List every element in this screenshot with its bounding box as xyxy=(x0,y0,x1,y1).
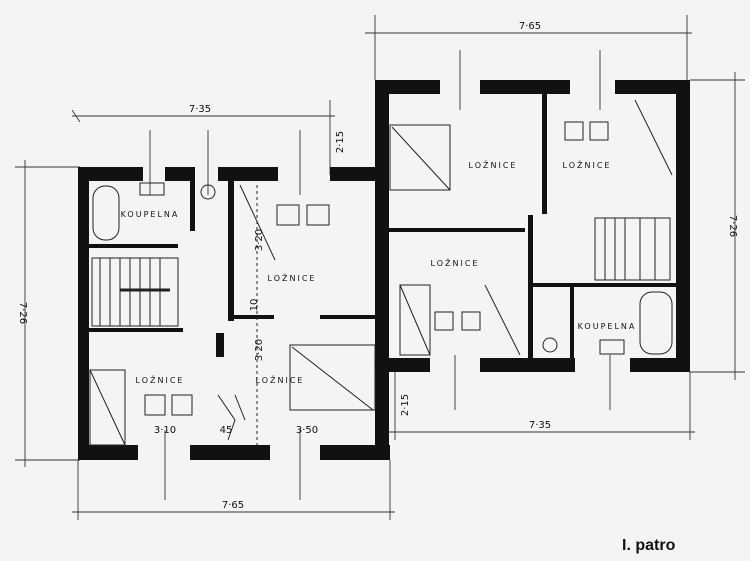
dim-door: 45 xyxy=(220,425,233,436)
dim-right-height: 7·26 xyxy=(727,215,738,237)
right-unit-walls xyxy=(375,80,690,372)
floor-title: I. patro xyxy=(622,537,676,554)
room-label-bedroom-right-1: LOŽNICE xyxy=(469,159,518,170)
room-label-bedroom-left-3: LOŽNICE xyxy=(256,374,305,385)
room-labels: KOUPELNA LOŽNICE LOŽNICE LOŽNICE LOŽNICE… xyxy=(121,159,637,385)
dim-bottom-right: 3·50 xyxy=(296,425,318,436)
room-label-bedroom-left-1: LOŽNICE xyxy=(268,272,317,283)
dim-right-top: 7·65 xyxy=(519,21,541,32)
dim-bottom-left: 3·10 xyxy=(154,425,176,436)
left-unit-walls xyxy=(78,80,390,460)
right-unit-fixtures xyxy=(389,99,673,356)
dimension-labels: 7·35 2·15 7·26 7·65 3·20 3·20 10 3·10 45… xyxy=(17,21,738,511)
room-label-bathroom-left: KOUPELNA xyxy=(121,210,180,219)
dim-wall: 10 xyxy=(249,299,260,312)
room-label-bathroom-right: KOUPELNA xyxy=(578,322,637,331)
dim-left-height: 7·26 xyxy=(17,302,28,324)
room-label-bedroom-left-2: LOŽNICE xyxy=(136,374,185,385)
room-label-bedroom-right-2: LOŽNICE xyxy=(563,159,612,170)
dim-right-bottom: 7·35 xyxy=(529,420,551,431)
room-label-bedroom-right-3: LOŽNICE xyxy=(431,257,480,268)
dimension-lines xyxy=(15,15,745,520)
dim-left-offset: 2·15 xyxy=(335,131,346,153)
dim-room-b: 3·20 xyxy=(254,339,265,361)
dim-right-offset: 2·15 xyxy=(400,394,411,416)
dim-left-top: 7·35 xyxy=(189,104,211,115)
dim-left-bottom: 7·65 xyxy=(222,500,244,511)
dim-room-a: 3·20 xyxy=(254,229,265,251)
left-unit-fixtures xyxy=(89,182,376,446)
